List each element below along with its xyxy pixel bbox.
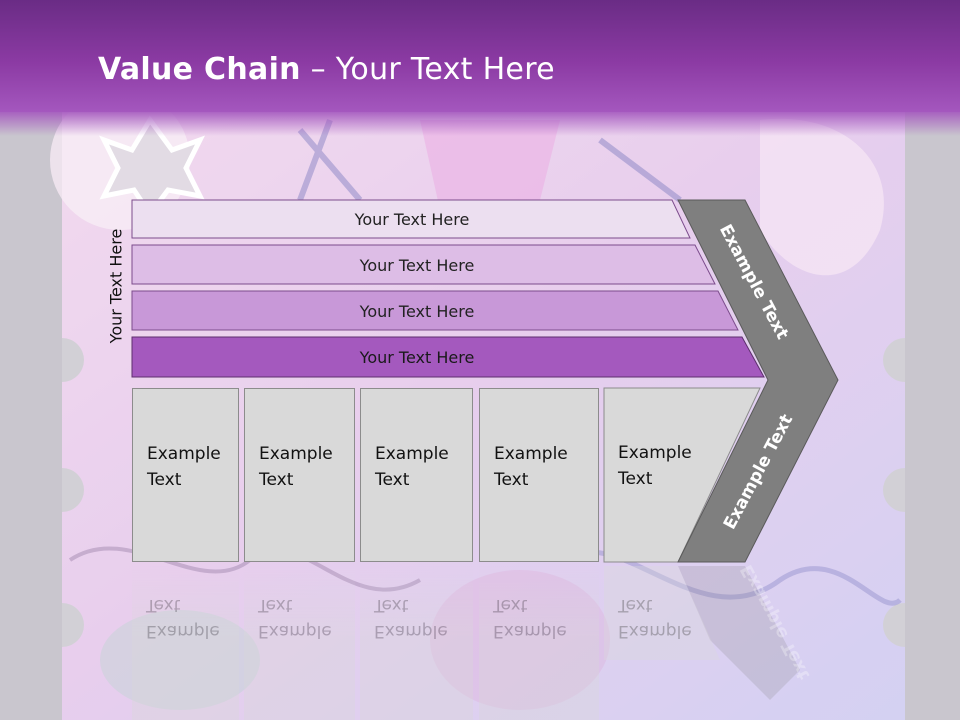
box-1-reflection-text: Example Text: [146, 595, 220, 641]
band-3-label: Your Text Here: [359, 301, 475, 321]
box-1-text: Example Text: [147, 444, 221, 490]
box-5-reflection-text: Example Text: [618, 595, 692, 641]
box-2-text: Example Text: [259, 444, 333, 490]
box-1: Example Text: [132, 388, 239, 562]
title-rest: – Your Text Here: [300, 52, 555, 87]
box-2: Example Text: [244, 388, 355, 562]
band-2-label: Your Text Here: [359, 255, 475, 275]
header-fade: [0, 112, 960, 136]
box-5-reflection: [604, 566, 720, 660]
box-2-reflection-text: Example Text: [258, 595, 332, 641]
band-2-shape: [131, 244, 716, 285]
band-4-label: Your Text Here: [359, 347, 475, 367]
box-1-reflection: Example Text: [132, 566, 239, 720]
band-4-shape: [131, 336, 765, 378]
box-3-reflection-text: Example Text: [374, 595, 448, 641]
box-5: Example Text: [604, 388, 692, 562]
title-bold: Value Chain: [98, 52, 301, 87]
chevron-reflection: [678, 566, 800, 700]
box-5-text: Example Text: [618, 443, 692, 489]
box-3-reflection: Example Text: [360, 566, 473, 720]
slide-title: Value Chain – Your Text Here: [98, 52, 555, 87]
box-4-reflection: Example Text: [479, 566, 599, 720]
band-1: Your Text Here: [132, 200, 692, 238]
band-3-shape: [131, 290, 739, 331]
band-1-shape: [131, 199, 691, 239]
box-5-reflection: Example Text: [604, 566, 714, 720]
band-2: Your Text Here: [132, 246, 702, 284]
box-2-reflection: Example Text: [244, 566, 355, 720]
chevron-arrow: [677, 199, 839, 563]
box-4-text: Example Text: [494, 444, 568, 490]
header-bar: [0, 0, 960, 112]
box-4-reflection-text: Example Text: [493, 595, 567, 641]
band-4: Your Text Here: [132, 338, 702, 376]
band-3: Your Text Here: [132, 292, 702, 330]
box-4: Example Text: [479, 388, 599, 562]
band-1-label: Your Text Here: [354, 209, 470, 229]
box-3-text: Example Text: [375, 444, 449, 490]
box-3: Example Text: [360, 388, 473, 562]
